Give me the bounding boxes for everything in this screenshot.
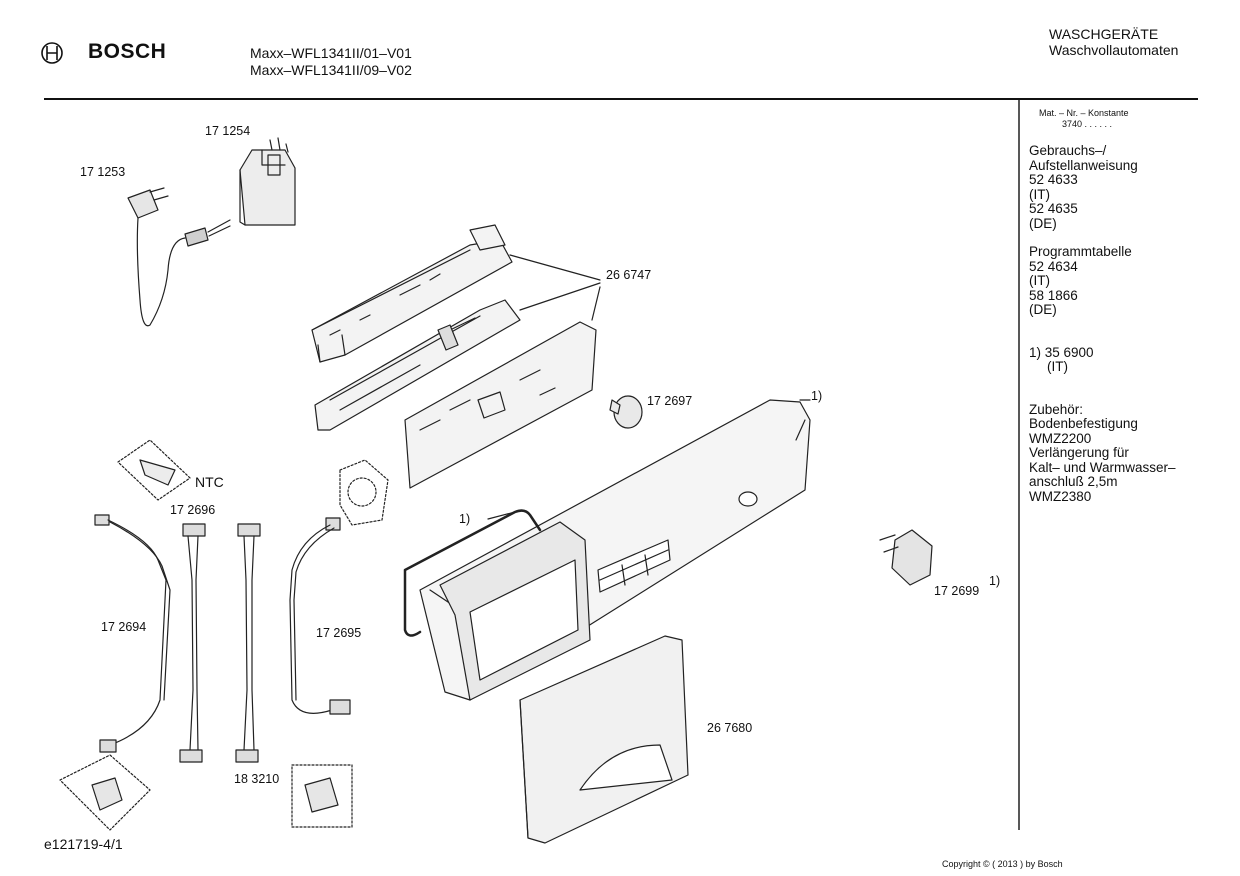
program-line: (IT) bbox=[1029, 273, 1050, 288]
accessory-line: anschluß 2,5m bbox=[1029, 474, 1118, 489]
part-label-172697: 17 2697 bbox=[647, 394, 693, 408]
program-knob-part bbox=[879, 529, 933, 586]
manual-line: Aufstellanweisung bbox=[1029, 157, 1138, 173]
power-cord-part bbox=[127, 187, 231, 327]
connector-detail-left bbox=[59, 754, 151, 831]
brand-name: BOSCH bbox=[88, 40, 167, 63]
category-title: WASCHGERÄTE bbox=[1049, 26, 1159, 42]
program-line: 52 4634 bbox=[1029, 258, 1078, 274]
accessory-line: Verlängerung für bbox=[1029, 445, 1129, 460]
manual-line: 52 4635 bbox=[1029, 201, 1078, 216]
footnote-marker-panel: 1) bbox=[811, 389, 823, 403]
accessory-line: Kalt– und Warmwasser– bbox=[1029, 459, 1176, 475]
accessory-line: WMZ2200 bbox=[1029, 430, 1092, 446]
connector-detail-right bbox=[291, 764, 353, 828]
pump-detail-illustration bbox=[339, 459, 389, 526]
footnote-line: (IT) bbox=[1047, 359, 1068, 374]
detergent-drawer-handle-part bbox=[519, 635, 689, 844]
manual-line: (DE) bbox=[1029, 215, 1057, 231]
wiring-harness-172694 bbox=[94, 514, 171, 753]
ntc-sensor-part bbox=[117, 439, 191, 501]
part-label-171254: 17 1254 bbox=[205, 124, 251, 138]
accessory-line: WMZ2380 bbox=[1029, 488, 1092, 504]
program-line: 58 1866 bbox=[1029, 287, 1078, 303]
sidebar-info: Mat. – Nr. – Konstante 3740 . . . . . . … bbox=[1029, 108, 1229, 504]
selector-knob-part bbox=[609, 395, 643, 429]
part-label-172694: 17 2694 bbox=[101, 620, 147, 634]
part-label-172696: 17 2696 bbox=[170, 503, 216, 517]
part-label-171253: 17 1253 bbox=[80, 165, 126, 179]
footnote-block: 1) 35 6900 (IT) bbox=[1029, 344, 1229, 375]
wiring-harness-172695 bbox=[289, 517, 351, 715]
program-line: Programmtabelle bbox=[1029, 244, 1132, 259]
copyright-notice: Copyright © ( 2013 ) by Bosch bbox=[942, 859, 1063, 869]
footnote-line: 1) 35 6900 bbox=[1029, 344, 1094, 360]
part-label-183210: 18 3210 bbox=[234, 772, 280, 786]
manual-line: Gebrauchs–/ bbox=[1029, 143, 1107, 158]
manual-block: Gebrauchs–/ Aufstellanweisung 52 4633 (I… bbox=[1029, 143, 1229, 231]
footnote-marker-knob: 1) bbox=[989, 574, 1001, 588]
wiring-harness-172696 bbox=[179, 523, 206, 763]
footnote-marker-seal: 1) bbox=[459, 512, 471, 526]
manual-line: 52 4633 bbox=[1029, 172, 1078, 187]
interference-filter-part bbox=[239, 137, 296, 226]
bosch-logo-icon bbox=[40, 41, 64, 70]
accessory-block: Zubehör: Bodenbefestigung WMZ2200 Verlän… bbox=[1029, 401, 1229, 505]
wiring-harness-183210 bbox=[235, 523, 261, 763]
category-subtitle: Waschvollautomaten bbox=[1049, 42, 1179, 58]
model-line-1: Maxx–WFL1341II/01–V01 bbox=[250, 45, 412, 61]
electronic-module-part bbox=[311, 224, 597, 489]
drawing-id: e121719-4/1 bbox=[44, 836, 123, 852]
accessory-line: Bodenbefestigung bbox=[1029, 416, 1138, 431]
control-panel-part bbox=[419, 399, 811, 701]
model-line-2: Maxx–WFL1341II/09–V02 bbox=[250, 62, 412, 78]
mat-number-value: 3740 . . . . . . bbox=[1062, 119, 1113, 129]
part-label-172695: 17 2695 bbox=[316, 626, 362, 640]
part-label-266747: 26 6747 bbox=[606, 268, 652, 282]
part-label-267680: 26 7680 bbox=[707, 721, 753, 735]
part-label-172699: 17 2699 bbox=[934, 584, 980, 598]
program-table-block: Programmtabelle 52 4634 (IT) 58 1866 (DE… bbox=[1029, 244, 1229, 318]
mat-number-label: Mat. – Nr. – Konstante bbox=[1039, 108, 1129, 118]
manual-line: (IT) bbox=[1029, 186, 1050, 202]
accessory-line: Zubehör: bbox=[1029, 401, 1084, 417]
program-line: (DE) bbox=[1029, 302, 1057, 317]
part-label-ntc: NTC bbox=[195, 474, 224, 490]
